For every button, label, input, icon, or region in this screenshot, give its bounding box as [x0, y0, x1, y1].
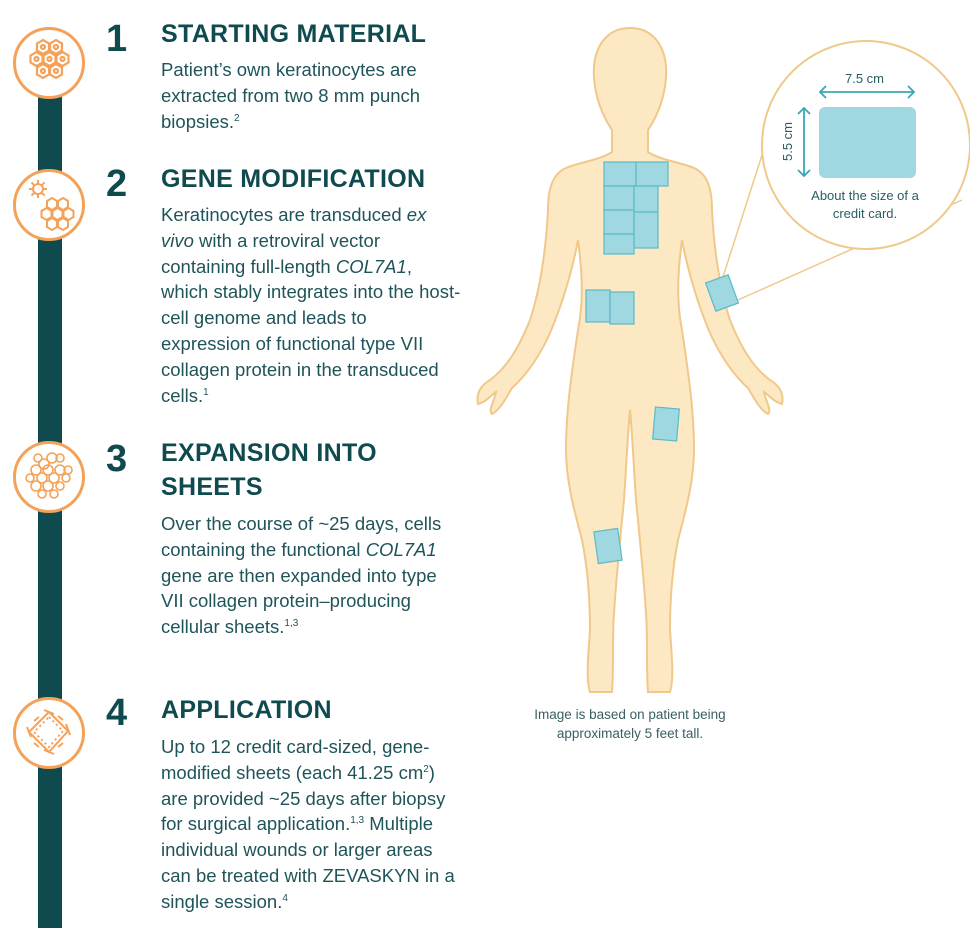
gene-sheet	[633, 211, 659, 249]
gene-sheet	[603, 209, 635, 235]
stapled-sheet-icon	[13, 697, 85, 769]
step-title-line: GENE MODIFICATION	[161, 165, 426, 193]
gene-sheet	[603, 161, 637, 187]
gene-sheet	[652, 406, 680, 442]
step-title: STARTING MATERIAL	[161, 17, 426, 51]
gene-sheet	[603, 233, 635, 255]
hexagon-cells-icon	[13, 27, 85, 99]
step-title: APPLICATION	[161, 693, 332, 727]
step-description: Patient’s own keratinocytes are extracte…	[161, 59, 421, 132]
zoom-caption-line: credit card.	[832, 206, 898, 221]
gene-sheet	[635, 161, 669, 187]
sheet-group-chest	[603, 161, 669, 255]
figure-caption-line: approximately 5 feet tall.	[556, 726, 704, 741]
step-number: 2	[106, 163, 128, 205]
zoom-caption: About the size of a credit card.	[790, 187, 940, 223]
credit-card-sheet	[819, 107, 916, 178]
body-silhouette-figure	[476, 26, 970, 693]
gene-sheet	[603, 185, 635, 211]
step-title-line: SHEETS	[161, 473, 263, 501]
gene-sheet	[593, 527, 623, 565]
figure-caption: Image is based on patient being approxim…	[505, 705, 755, 743]
virus-cells-icon	[13, 169, 85, 241]
step-title: GENE MODIFICATION	[161, 162, 425, 196]
cell-cluster-icon	[13, 441, 85, 513]
step-number: 3	[106, 438, 128, 480]
step-number: 1	[106, 18, 128, 60]
step-title-line: APPLICATION	[161, 696, 332, 724]
step-title: EXPANSION INTO SHEETS	[161, 436, 377, 504]
step-title-line: STARTING MATERIAL	[161, 20, 427, 48]
gene-sheet	[633, 185, 659, 213]
body-silhouette	[476, 26, 784, 693]
sheet-group-flank	[585, 289, 635, 325]
width-dimension-label: 7.5 cm	[845, 71, 885, 86]
step-description: Up to 12 credit card-sized, gene-modifie…	[161, 736, 455, 912]
step-number: 4	[106, 692, 128, 734]
gene-sheet	[704, 274, 740, 312]
step-description: Over the course of ~25 days, cells conta…	[161, 513, 442, 638]
gene-sheet	[585, 289, 611, 323]
figure-caption-line: Image is based on patient being	[534, 707, 726, 722]
height-dimension-label: 5.5 cm	[780, 121, 796, 162]
gene-sheet	[609, 291, 635, 325]
step-title-line: EXPANSION INTO	[161, 439, 377, 467]
step-description: Keratinocytes are transduced ex vivo wit…	[161, 204, 461, 406]
zoom-caption-line: About the size of a	[811, 188, 919, 203]
